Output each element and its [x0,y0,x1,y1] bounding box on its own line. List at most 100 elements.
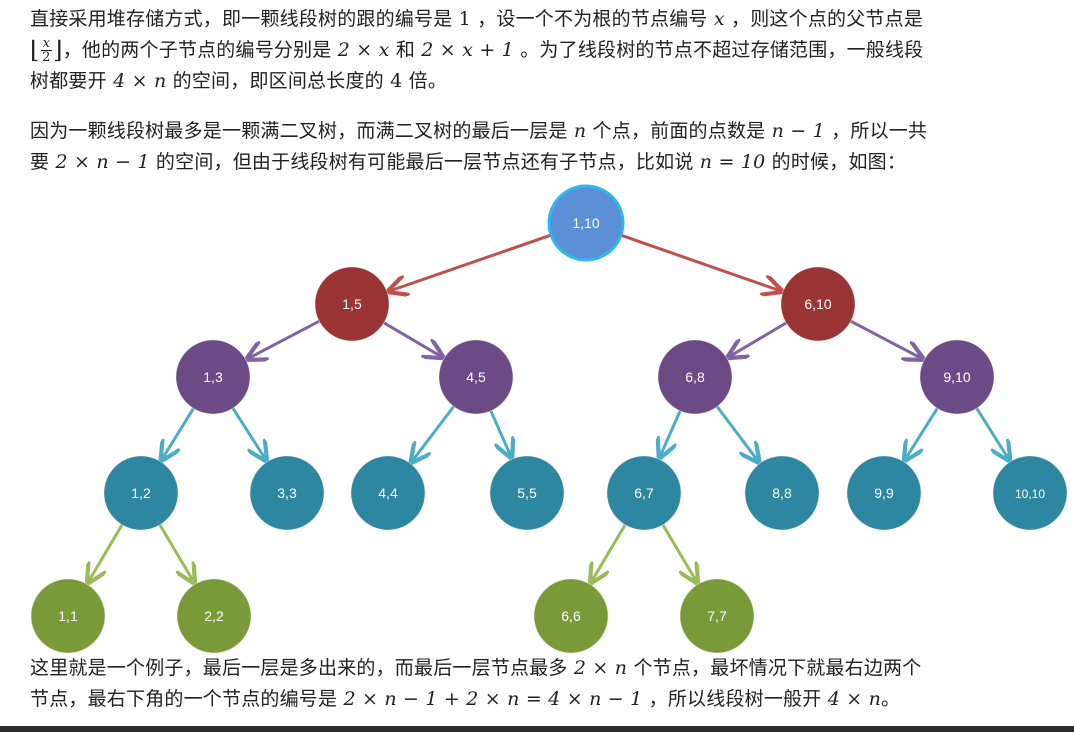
tree-node: 4,5 [438,339,514,415]
math-x: x [713,8,725,30]
text: 树都要开 [30,70,107,92]
text: ，他的两个子节点的编号分别是 [62,39,332,61]
edge-n2-n4 [248,319,320,359]
tree-node: 1,3 [175,339,251,415]
fraction-denominator: 2 [42,50,51,65]
tree-node-circle [314,266,390,342]
tree-node-label: 7,7 [707,608,727,624]
math-4n: 4 × n [113,70,167,92]
tree-node-label: 6,7 [634,485,654,501]
tree-node-circle [919,339,995,415]
tree-node-label: 6,10 [804,296,831,312]
edge-n2-n5 [383,321,443,357]
p1-line3: 树都要开 4 × n 的空间，即区间总长度的 4 倍。 [30,66,1058,97]
tree-node-label: 6,8 [685,369,705,385]
tree-node-label: 6,6 [561,608,581,624]
text: ，所以线段树一般开 [648,688,822,710]
edge-n6-n12 [660,410,682,457]
tree-node-label: 1,5 [342,296,362,312]
text: 的空间，但由于线段树有可能最后一层节点还有子节点，比如说 [155,151,694,173]
text: 个节点，最坏情况下就最右边两个 [633,657,922,679]
floor-right: ⌋ [53,36,63,64]
edge-n7-n14 [905,407,939,460]
tree-node-label: 9,9 [874,485,894,501]
edge-n8-n16 [88,524,124,583]
math-2n-minus-1: 2 × n − 1 [55,151,150,173]
tree-node-label: 3,3 [277,485,297,501]
tree-node: 6,7 [606,455,682,531]
edge-n1-n3 [620,233,781,291]
tree-node-circle [103,455,179,531]
tree-node-label: 1,3 [203,369,223,385]
tree-node: 2,2 [176,578,252,654]
tree-node: 3,3 [249,455,325,531]
text: 和 [395,39,416,61]
bottom-bar [0,726,1074,732]
edge-n7-n15 [975,407,1010,460]
text: 。 [881,688,901,710]
p1-line1: 直接采用堆存储方式，即一颗线段树的跟的编号是 1 ，设一个不为根的节点编号 x … [30,4,1058,35]
tree-node-label: 4,5 [466,369,486,385]
tree-node-label: 1,2 [131,485,151,501]
edge-n4-n8 [162,407,195,459]
floor-left: ⌊ [30,36,40,64]
text: 的空间，即区间总长度的 [172,70,384,92]
tree-node: 1,5 [314,266,390,342]
tree-node-circle [30,578,106,654]
tree-node-circle [606,455,682,531]
p3-line2: 节点，最右下角的一个节点的编号是 2 × n − 1 + 2 × n = 4 ×… [30,684,1058,715]
tree-node-circle [438,339,514,415]
edge-n6-n13 [716,405,758,462]
tree-node-circle [744,455,820,531]
tree-node: 6,8 [657,339,733,415]
paragraph-full-binary-tree: 因为一颗线段树最多是一颗满二叉树，而满二叉树的最后一层是 n 个点，前面的点数是… [30,116,1058,178]
edge-n12-n25 [661,524,697,583]
math-2x-plus-1: 2 × x + 1 [421,39,514,61]
edge-n5-n11 [489,410,511,457]
tree-node: 7,7 [679,578,755,654]
text: 的时候，如图： [771,151,907,173]
text: 因为一颗线段树最多是一颗满二叉树，而满二叉树的最后一层是 [30,120,568,142]
tree-edges [88,233,1010,583]
text: 个点，前面的点数是 [592,120,766,142]
edge-n12-n24 [591,524,627,583]
tree-node-circle [992,455,1068,531]
text: 这里就是一个例子，最后一层是多出来的，而最后一层节点最多 [30,657,568,679]
tree-node-circle [249,455,325,531]
tree-node-label: 2,2 [204,608,224,624]
tree-node: 5,5 [489,455,565,531]
tree-node-circle [175,339,251,415]
tree-node: 1,10 [547,184,625,262]
text: ，所以一共 [831,120,928,142]
text: 要 [30,151,50,173]
tree-node-circle [489,455,565,531]
text: 倍。 [408,70,448,92]
tree-node-label: 5,5 [517,485,537,501]
text: ，设一个不为根的节点编号 [477,8,708,30]
tree-node-label: 9,10 [943,369,970,385]
tree-node: 10,10 [992,455,1068,531]
tree-node: 1,2 [103,455,179,531]
edge-n3-n6 [729,321,787,357]
fraction-numerator: x [40,36,53,51]
tree-node-label: 4,4 [378,485,398,501]
tree-node-circle [533,578,609,654]
math-worst-index: 2 × n − 1 + 2 × n = 4 × n − 1 [343,688,643,710]
tree-node: 9,10 [919,339,995,415]
math-n-equals-10: n = 10 [699,151,766,173]
tree-node-circle [657,339,733,415]
p2-line2: 要 2 × n − 1 的空间，但由于线段树有可能最后一层节点还有子节点，比如说… [30,147,1058,178]
math-four: 4 [390,70,403,92]
text: ，则这个点的父节点是 [731,8,924,30]
math-2n: 2 × n [573,657,628,679]
tree-node: 6,10 [780,266,856,342]
paragraph-worst-case: 这里就是一个例子，最后一层是多出来的，而最后一层节点最多 2 × n 个节点，最… [30,653,1058,715]
p3-line1: 这里就是一个例子，最后一层是多出来的，而最后一层节点最多 2 × n 个节点，最… [30,653,1058,684]
edge-n8-n17 [158,524,194,583]
tree-node: 9,9 [846,455,922,531]
p2-line1: 因为一颗线段树最多是一颗满二叉树，而满二叉树的最后一层是 n 个点，前面的点数是… [30,116,1058,147]
